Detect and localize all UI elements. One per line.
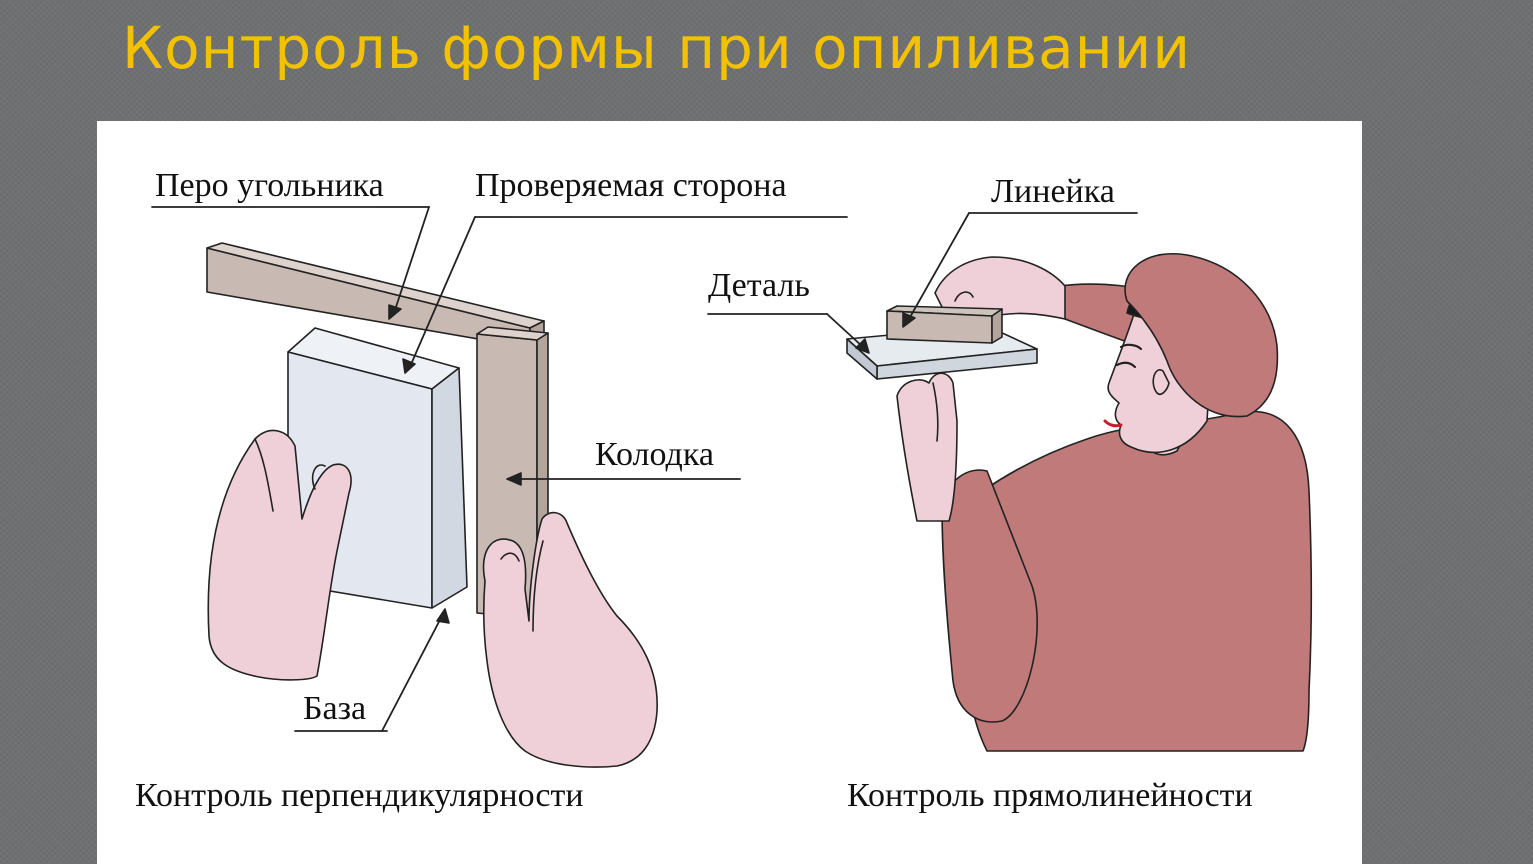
- label-checked-side: Проверяемая сторона: [475, 167, 787, 204]
- illustration-svg: [151, 206, 1313, 768]
- caption-straightness: Контроль прямолинейности: [847, 777, 1253, 814]
- label-part: Деталь: [708, 267, 810, 304]
- label-square-blade: Перо угольника: [155, 167, 384, 204]
- slide-title: Контроль формы при опиливании: [122, 14, 1192, 82]
- try-square: [206, 242, 549, 620]
- caption-perpendicularity: Контроль перпендикулярности: [135, 777, 584, 814]
- illustration-panel: Перо угольника Проверяемая сторона Колод…: [97, 121, 1362, 864]
- person-figure: [941, 253, 1313, 752]
- leader-lines-right: [707, 212, 1138, 348]
- label-block: Колодка: [595, 436, 714, 473]
- beret: [1124, 253, 1279, 418]
- right-hand: [482, 511, 658, 768]
- leader-lines-left: [151, 206, 848, 732]
- leader-arrowheads-left: [388, 304, 522, 624]
- lower-hand: [896, 372, 958, 522]
- label-base: База: [303, 690, 367, 727]
- measuring-setup: [846, 305, 1038, 380]
- label-ruler: Линейка: [991, 173, 1115, 210]
- leader-arrowheads-right: [855, 312, 916, 354]
- left-hand: [207, 429, 352, 681]
